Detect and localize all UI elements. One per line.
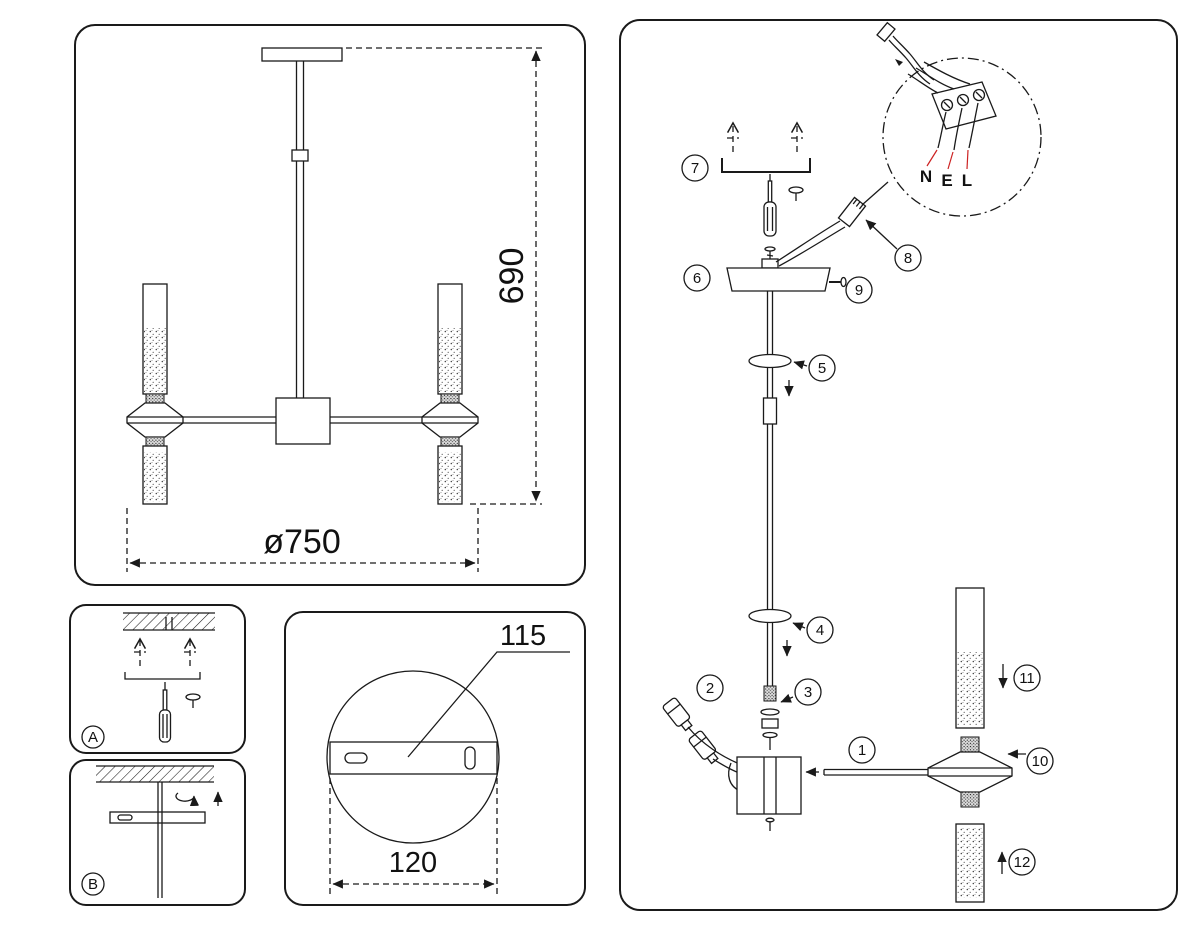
detail-b-badge: B — [81, 872, 105, 896]
side-screw-9 — [829, 276, 847, 288]
glass-tube-11 — [955, 587, 1008, 729]
central-hub-body — [736, 756, 802, 831]
svg-text:5: 5 — [818, 360, 826, 377]
panel-plate-view: 115 120 — [284, 611, 586, 906]
dim-height-label: 690 — [493, 248, 531, 305]
svg-text:8: 8 — [904, 250, 912, 267]
cable-arrow — [895, 59, 903, 66]
screwdriver-icon-2 — [763, 174, 777, 237]
ring-5 — [748, 353, 794, 397]
wire-label-earth: E — [941, 171, 952, 190]
svg-text:10: 10 — [1032, 753, 1049, 770]
lamp-holder-10 — [927, 736, 1026, 808]
bracket-installation — [721, 121, 811, 264]
connector-plug — [837, 196, 867, 228]
svg-text:11: 11 — [1019, 670, 1035, 687]
terminal-block — [907, 61, 997, 151]
step-badge-12: 12 — [1008, 848, 1036, 876]
rod-coupler — [291, 149, 309, 162]
ceiling-canopy — [261, 47, 343, 62]
canopy-circle — [326, 670, 500, 844]
detail-a-label: A — [88, 729, 98, 746]
dim-120-label: 120 — [389, 847, 437, 879]
wire-label-neutral: N — [920, 167, 932, 186]
svg-text:7: 7 — [691, 160, 699, 177]
panel-detail-a: A — [69, 604, 246, 754]
wiring-detail-balloon: N E L — [876, 21, 1042, 217]
detail-b-label: B — [88, 876, 98, 893]
bracket-slot-right — [464, 746, 476, 770]
rod-sleeve — [762, 397, 778, 425]
cable-end-plug — [876, 21, 896, 43]
anchor-arrows-a — [133, 637, 197, 666]
step-badge-8: 8 — [894, 244, 922, 272]
dimension-diameter: ø750 — [126, 508, 479, 572]
ring-4 — [748, 608, 792, 657]
screwdriver-icon — [158, 682, 172, 743]
canopy-assembly — [726, 181, 889, 292]
step-badge-6: 6 — [683, 264, 711, 292]
fastener-stack-3 — [760, 708, 780, 750]
svg-text:1: 1 — [858, 742, 866, 759]
step-badge-7: 7 — [681, 154, 709, 182]
svg-text:3: 3 — [804, 684, 812, 701]
ceiling-section-a — [123, 612, 215, 631]
arm-rod-1 — [805, 767, 928, 777]
panel-detail-b: B — [69, 759, 246, 906]
svg-text:12: 12 — [1014, 854, 1031, 871]
rod-thread — [763, 685, 777, 702]
svg-text:2: 2 — [706, 680, 714, 697]
step-badge-2: 2 — [696, 674, 724, 702]
plate-slot-b — [117, 814, 133, 821]
svg-text:6: 6 — [693, 270, 701, 287]
panel-main: 690 ø750 — [74, 24, 586, 586]
step-badge-1: 1 — [848, 736, 876, 764]
step-badge-11: 11 — [1013, 664, 1041, 692]
step-badge-9: 9 — [845, 276, 873, 304]
dim-diameter-label: ø750 — [263, 523, 341, 561]
central-body — [275, 397, 331, 445]
bracket-slot-left — [344, 752, 368, 764]
glass-tube-12 — [955, 823, 1007, 903]
svg-text:9: 9 — [855, 282, 863, 299]
balloon-border — [882, 57, 1042, 217]
wire-label-live: L — [962, 171, 972, 190]
panel-assembly: N E L — [619, 19, 1178, 911]
panel-assembly-border — [619, 19, 1178, 911]
canopy-dish — [726, 267, 831, 292]
rotate-arrow — [175, 792, 200, 807]
step-badge-10: 10 — [1026, 747, 1054, 775]
dim-115: 115 — [407, 620, 570, 758]
wing-screw-icon — [185, 693, 201, 708]
dimension-height: 690 — [346, 47, 542, 505]
ceiling-section-b — [96, 765, 214, 783]
step-badge-5: 5 — [808, 354, 836, 382]
chandelier-front-view — [126, 47, 479, 505]
wing-screw-icon-2 — [788, 186, 804, 201]
canopy-hub — [761, 258, 779, 269]
detail-a-badge: A — [81, 725, 105, 749]
step-badge-4: 4 — [806, 616, 834, 644]
mounting-bar-a — [124, 672, 201, 680]
step-badge-3: 3 — [794, 678, 822, 706]
dim-120: 120 — [329, 778, 498, 896]
dim-115-label: 115 — [500, 620, 546, 652]
svg-text:4: 4 — [816, 622, 824, 639]
